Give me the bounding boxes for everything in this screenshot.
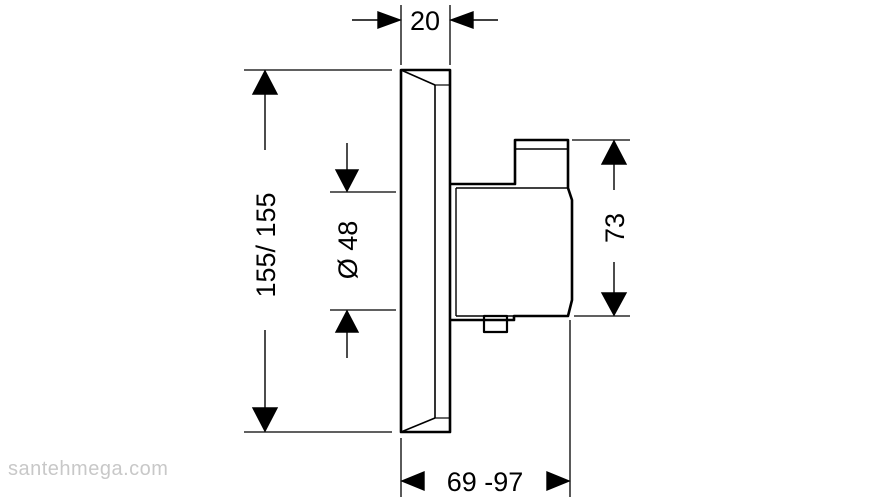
- dimension-top-width: 20: [410, 6, 440, 36]
- dimension-lines: [251, 11, 628, 492]
- dimension-total-height: 155/ 155: [251, 192, 281, 297]
- part-outline: [399, 68, 574, 434]
- arrow-down-icon: [251, 407, 279, 433]
- arrow-up-icon: [600, 139, 628, 165]
- arrow-left-icon: [400, 470, 425, 492]
- arrow-up-icon: [334, 309, 360, 333]
- arrow-up-icon: [251, 69, 279, 95]
- thermostat-body: [450, 138, 574, 322]
- extension-lines: [244, 5, 630, 497]
- arrow-left-icon: [448, 11, 474, 29]
- watermark: santehmega.com: [8, 458, 169, 480]
- arrow-right-icon: [377, 11, 403, 29]
- dimension-diameter: Ø 48: [333, 221, 363, 280]
- arrow-down-icon: [334, 169, 360, 193]
- dimension-body-height: 73: [600, 213, 630, 243]
- cover-plate: [399, 68, 452, 434]
- arrow-down-icon: [600, 292, 628, 317]
- arrow-right-icon: [546, 470, 571, 492]
- dimension-depth-range: 69 -97: [447, 467, 524, 497]
- connector-nub: [482, 314, 509, 334]
